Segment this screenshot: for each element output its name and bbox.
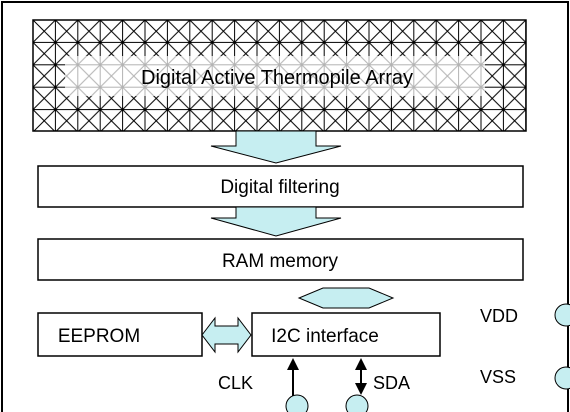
eeprom-block: [37, 312, 203, 357]
vdd-label: VDD: [480, 306, 518, 326]
digital-filtering-label: Digital filtering: [220, 177, 339, 198]
thermopile-label-backdrop: [65, 56, 485, 96]
vss-label: VSS: [480, 367, 516, 387]
arrow-filter-to-ram: [210, 206, 342, 237]
clk-pin: [285, 394, 309, 412]
vss-pin: [554, 366, 570, 390]
arrow-ram-i2c: [297, 287, 395, 309]
sda-arrowhead-down: [355, 383, 367, 395]
sda-label: SDA: [373, 373, 410, 393]
clk-label: CLK: [218, 373, 253, 393]
sda-pin: [345, 394, 369, 412]
clk-arrowhead: [287, 358, 299, 370]
i2c-interface-label: I2C interface: [271, 326, 379, 347]
i2c-interface-block: [251, 312, 441, 357]
sda-arrowhead-up: [355, 358, 367, 370]
eeprom-label: EEPROM: [58, 326, 140, 347]
thermopile-array-label: Digital Active Thermopile Array: [141, 67, 413, 89]
vdd-pin: [554, 303, 570, 327]
ram-memory-label: RAM memory: [222, 251, 339, 272]
arrow-array-to-filter: [210, 130, 342, 164]
arrow-eeprom-i2c: [201, 316, 252, 354]
ram-memory-block: [37, 238, 524, 281]
